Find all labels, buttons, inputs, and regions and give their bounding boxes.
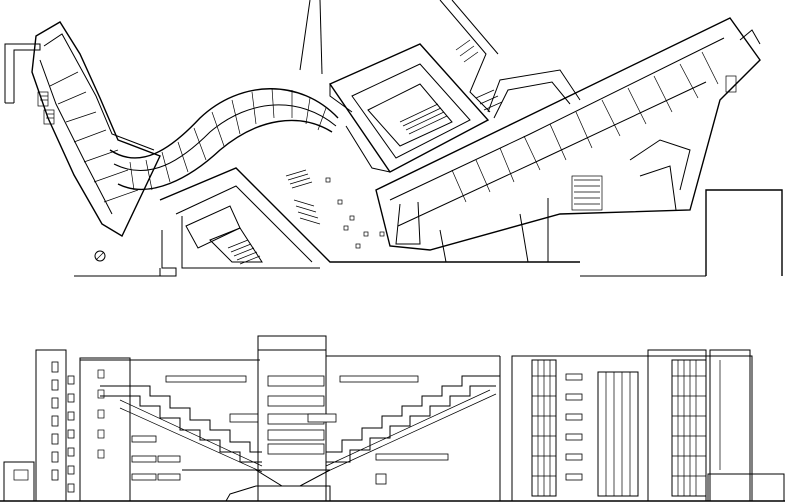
plan-left-wing bbox=[31, 21, 161, 237]
elev-vertical-window-band-1 bbox=[531, 359, 557, 497]
plan-stair-lower bbox=[227, 239, 261, 265]
elev-left-windows bbox=[51, 361, 75, 493]
elevation bbox=[0, 335, 785, 502]
elev-left-stepped-section bbox=[100, 375, 263, 473]
elev-left-tower bbox=[3, 349, 75, 502]
elev-right-stepped-section bbox=[307, 355, 501, 501]
plan-courtyard-stair bbox=[399, 103, 448, 135]
plan-top-stair bbox=[455, 39, 503, 111]
floor-plan bbox=[4, 0, 783, 277]
elev-vertical-window-band-3 bbox=[671, 359, 707, 497]
elev-small-windows-right bbox=[565, 373, 583, 481]
plan-annex-left bbox=[4, 43, 41, 104]
plan-top-wedge bbox=[299, 0, 581, 119]
plan-central-hall bbox=[74, 167, 580, 277]
elev-right-block bbox=[511, 349, 785, 502]
plan-right-wing bbox=[375, 17, 761, 263]
plan-columns bbox=[325, 177, 385, 249]
plan-stair-central bbox=[285, 169, 321, 225]
plan-curved-corridor bbox=[109, 87, 339, 191]
plan-courtyard bbox=[328, 43, 490, 173]
elev-left-block bbox=[79, 357, 260, 502]
plan-right-stair bbox=[571, 175, 603, 211]
elev-vertical-window-band-2 bbox=[597, 371, 639, 497]
plan-annex-right bbox=[159, 189, 783, 277]
